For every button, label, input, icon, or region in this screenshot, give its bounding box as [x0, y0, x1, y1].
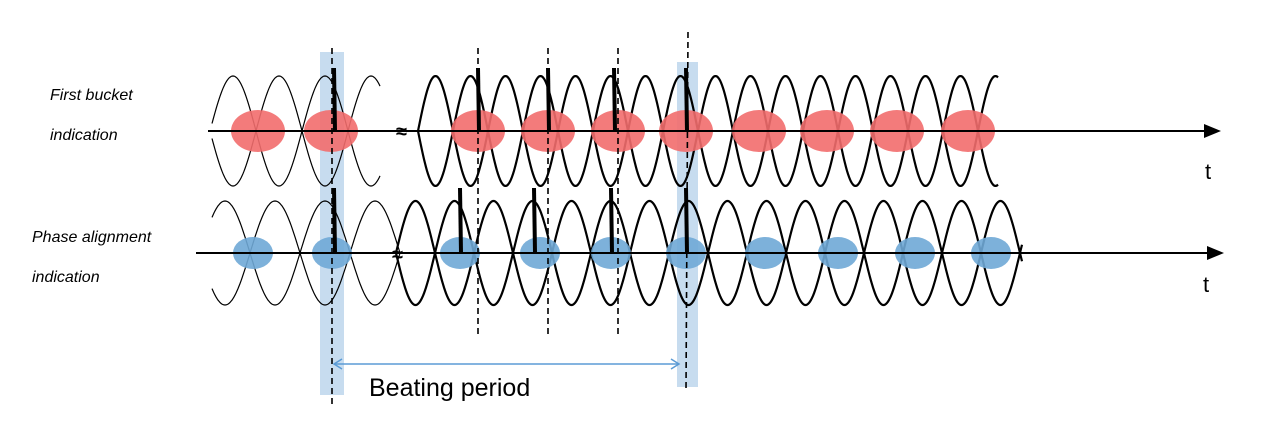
phase-alignment-label-line1: Phase alignment: [32, 229, 152, 246]
bucket-markers: [231, 110, 1011, 269]
bottom-tick-marker: [458, 187, 463, 254]
bottom-tick-marker: [332, 187, 337, 254]
sine-wave-top-left-a: [211, 75, 381, 187]
time-axis-top: [208, 124, 1221, 138]
sine-wave-top-right-b: [416, 75, 999, 187]
beating-period-label: Beating period: [369, 374, 530, 402]
break-symbol-bottom: ≈: [392, 244, 403, 266]
top-tick-marker: [332, 67, 337, 132]
tick-markers: [332, 67, 689, 254]
sine-wave-top-left-b: [211, 75, 381, 187]
top-tick-marker: [546, 67, 551, 132]
sine-waves: [211, 75, 1024, 307]
sine-wave-bottom-right-a: [394, 199, 1024, 307]
first-bucket-label-line1: First bucket: [50, 87, 133, 104]
top-tick-marker: [684, 67, 689, 132]
bottom-tick-marker: [609, 187, 614, 254]
bottom-tick-marker: [684, 187, 689, 254]
beating-period-arrow: [332, 358, 681, 370]
top-tick-marker: [476, 67, 481, 132]
sine-wave-bottom-left-b: [211, 200, 401, 306]
bottom-tick-marker: [532, 187, 537, 254]
phase-alignment-label-line2: indication: [32, 269, 100, 286]
break-symbol-top: ≈: [396, 121, 407, 143]
sine-wave-bottom-left-a: [211, 200, 401, 306]
top-tick-marker: [612, 67, 617, 132]
dashed-guide-lines: [331, 31, 689, 405]
time-axis-bottom-label: t: [1203, 272, 1209, 297]
time-axis-top-label: t: [1205, 159, 1211, 184]
sine-wave-bottom-right-b: [394, 199, 1024, 307]
first-bucket-label-line2: indication: [50, 127, 118, 144]
time-axis-bottom: [196, 246, 1224, 260]
sine-wave-top-right-a: [416, 75, 999, 187]
